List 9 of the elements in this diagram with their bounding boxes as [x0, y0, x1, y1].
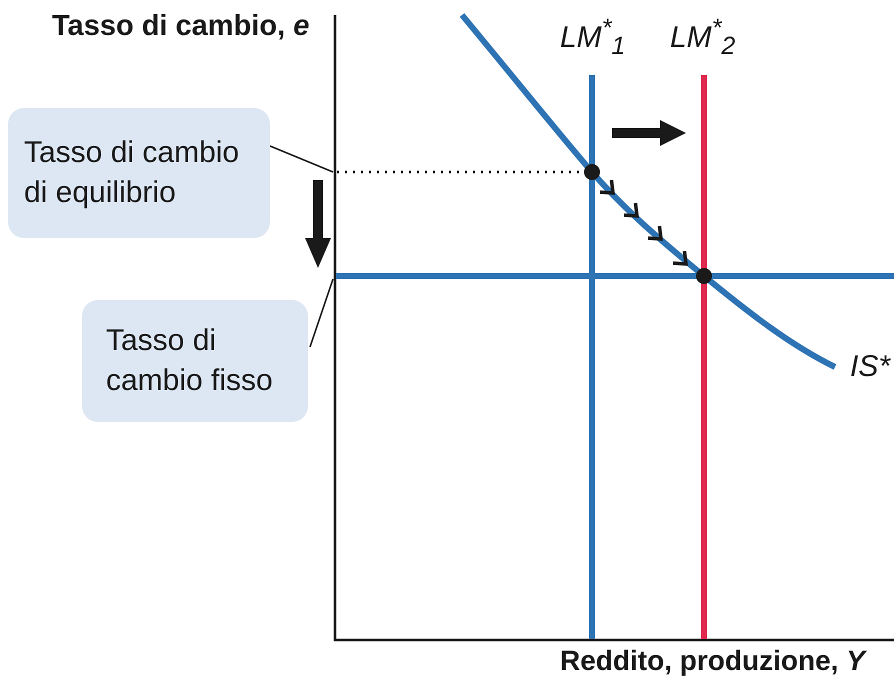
callout-box	[8, 108, 270, 238]
callout-text: Tasso di cambio di equilibrio	[24, 135, 240, 211]
axis-label: Tasso di cambio, e	[52, 10, 310, 43]
callout-text: Tasso di cambio fisso	[106, 323, 274, 399]
axis-label: Reddito, produzione, Y	[560, 645, 865, 677]
leader-line	[270, 145, 334, 173]
curve-label: IS*	[850, 350, 890, 384]
callout-box	[82, 300, 308, 422]
leader-line	[309, 278, 334, 348]
